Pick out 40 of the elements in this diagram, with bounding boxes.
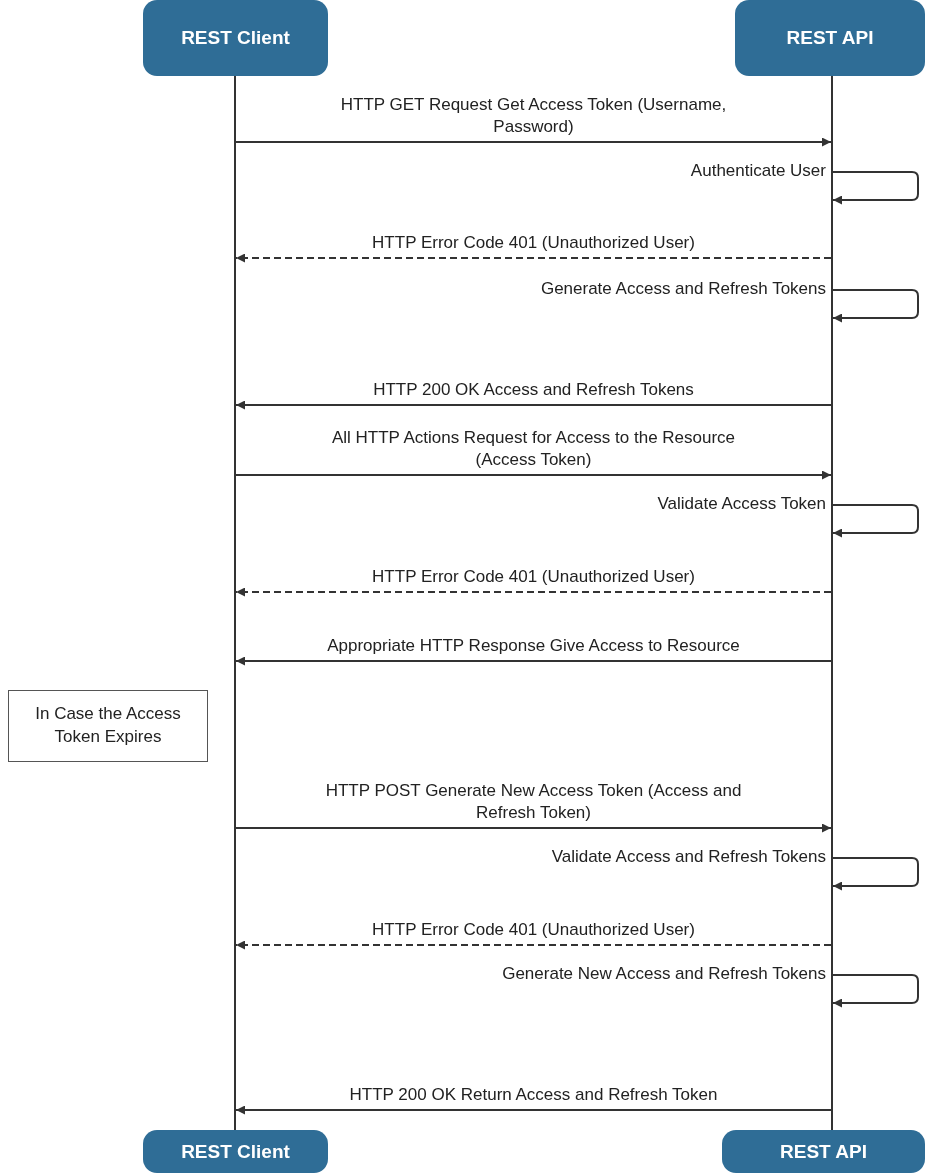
message-arrow: [235, 253, 832, 263]
participant-box: [143, 1130, 328, 1173]
message-label: HTTP 200 OK Access and Refresh Tokens: [372, 379, 695, 401]
message-arrow: [235, 587, 832, 597]
participant-name: REST Client: [181, 1140, 290, 1163]
message-label: Generate New Access and Refresh Tokens: [502, 963, 826, 985]
self-message-arrow: [832, 504, 919, 538]
note-box: [8, 690, 208, 762]
message-arrow: [235, 1105, 832, 1115]
self-message-arrow: [832, 974, 919, 1008]
self-message-arrow: [832, 857, 919, 891]
participant-name: REST API: [786, 27, 874, 49]
message-arrow: [235, 470, 832, 480]
participant-name: REST Client: [181, 27, 290, 49]
message-label: All HTTP Actions Request for Access to the Resource (Access Token): [330, 427, 737, 472]
participant-box: [735, 0, 925, 76]
participant-box: [722, 1130, 925, 1173]
message-label: Generate Access and Refresh Tokens: [540, 278, 826, 300]
participant-box: [143, 0, 328, 76]
message-label: HTTP GET Request Get Access Token (Username, Password): [339, 94, 728, 139]
message-label: HTTP Error Code 401 (Unauthorized User): [371, 232, 696, 254]
message-label: Validate Access and Refresh Tokens: [551, 846, 826, 868]
message-arrow: [235, 400, 832, 410]
lifeline: [831, 76, 833, 1130]
participant-name: REST API: [780, 1140, 867, 1163]
message-arrow: [235, 656, 832, 666]
self-message-arrow: [832, 171, 919, 205]
message-label: HTTP POST Generate New Access Token (Access and Refresh Token): [324, 780, 743, 825]
message-label: HTTP Error Code 401 (Unauthorized User): [371, 919, 696, 941]
message-label: HTTP 200 OK Return Access and Refresh Token: [348, 1084, 719, 1106]
note-text: In Case the Access Token Expires: [34, 703, 182, 748]
message-arrow: [235, 823, 832, 833]
lifeline: [234, 76, 236, 1130]
self-message-arrow: [832, 289, 919, 323]
message-arrow: [235, 940, 832, 950]
message-label: HTTP Error Code 401 (Unauthorized User): [371, 566, 696, 588]
message-label: Validate Access Token: [657, 493, 826, 515]
message-label: Appropriate HTTP Response Give Access to Resource: [326, 635, 741, 657]
message-arrow: [235, 137, 832, 147]
message-label: Authenticate User: [690, 160, 826, 182]
